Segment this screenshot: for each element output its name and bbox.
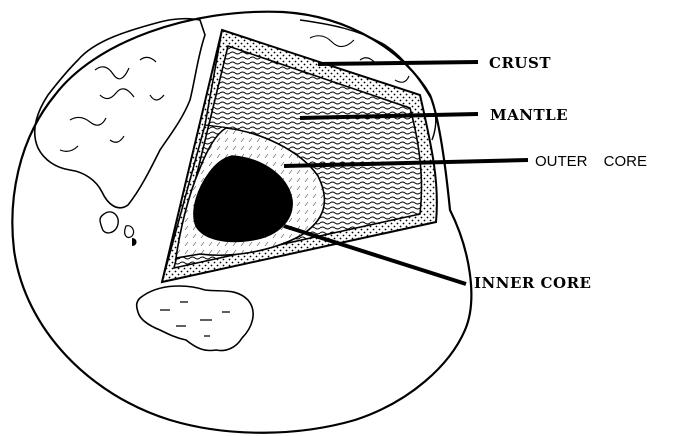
outer-core-label: OUTER CORE: [535, 154, 647, 169]
crust-label: CRUST: [489, 56, 551, 71]
mantle-label: MANTLE: [490, 108, 568, 123]
crust-leader-line: [318, 62, 478, 64]
inner-core-label: INNER CORE: [474, 276, 591, 291]
